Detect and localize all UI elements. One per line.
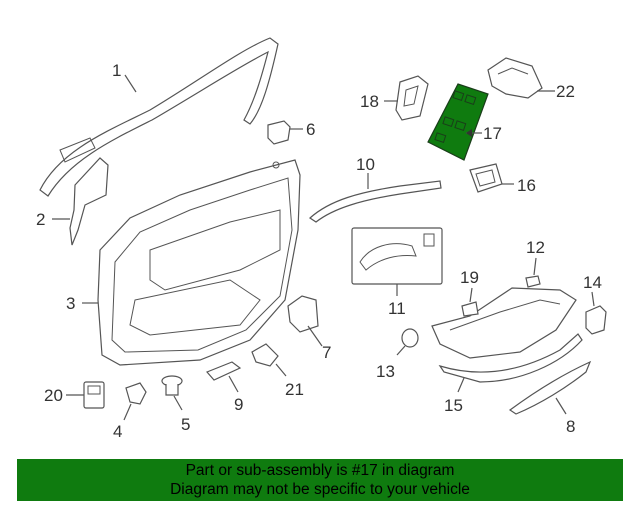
part-2-mirror-trim[interactable] [69, 157, 109, 246]
part-10-belt-molding[interactable] [309, 180, 442, 223]
callout-18: 18 [360, 92, 379, 111]
callout-21: 21 [285, 380, 304, 399]
callout-17: 17 [483, 124, 502, 143]
callout-15: 15 [444, 396, 463, 415]
callout-7: 7 [322, 343, 331, 362]
part-15-lower-strip[interactable] [438, 333, 583, 383]
callout-8: 8 [566, 417, 575, 436]
callout-20: 20 [44, 386, 63, 405]
callout-16: 16 [517, 176, 536, 195]
callout-4: 4 [113, 422, 122, 441]
part-17-window-switch[interactable] [427, 83, 489, 161]
part-1-window-molding[interactable] [39, 37, 279, 197]
parts-diagram: 1 2 3 4 5 6 7 8 [36, 37, 607, 441]
part-20-switch[interactable] [83, 381, 105, 409]
part-16-switch[interactable] [469, 163, 503, 193]
part-armrest-trim [431, 287, 577, 359]
callout-2: 2 [36, 210, 45, 229]
part-8-lower-molding[interactable] [508, 360, 592, 415]
callout-13: 13 [376, 362, 395, 381]
callout-9: 9 [234, 395, 243, 414]
callout-22: 22 [556, 82, 575, 101]
callout-11: 11 [388, 299, 406, 318]
part-9-trim-piece[interactable] [205, 361, 242, 381]
part-4-clip[interactable] [125, 382, 147, 405]
part-18-switch-panel[interactable] [395, 75, 429, 121]
info-banner: Part or sub-assembly is #17 in diagram D… [17, 459, 623, 501]
part-19-clip[interactable] [461, 301, 479, 317]
part-11-inside-handle[interactable] [351, 227, 443, 285]
part-5-push-clip[interactable] [161, 375, 183, 396]
banner-line-2: Diagram may not be specific to your vehi… [170, 481, 470, 498]
part-12-clip[interactable] [525, 275, 541, 288]
callout-19: 19 [460, 268, 479, 287]
part-13-bumper[interactable] [401, 328, 419, 348]
part-21-bracket[interactable] [251, 343, 279, 367]
part-3-door-panel[interactable] [97, 159, 301, 366]
callout-12: 12 [526, 238, 545, 257]
banner-line-1: Part or sub-assembly is #17 in diagram [185, 462, 455, 479]
part-6-cap[interactable] [267, 120, 291, 145]
part-7-bracket[interactable] [287, 295, 319, 333]
callout-1: 1 [112, 61, 121, 80]
callout-3: 3 [66, 294, 75, 313]
part-14-bracket[interactable] [585, 305, 607, 335]
callout-14: 14 [583, 273, 602, 292]
callout-5: 5 [181, 415, 190, 434]
callout-10: 10 [356, 155, 375, 174]
callout-6: 6 [306, 120, 315, 139]
part-22-cover[interactable] [487, 57, 543, 99]
